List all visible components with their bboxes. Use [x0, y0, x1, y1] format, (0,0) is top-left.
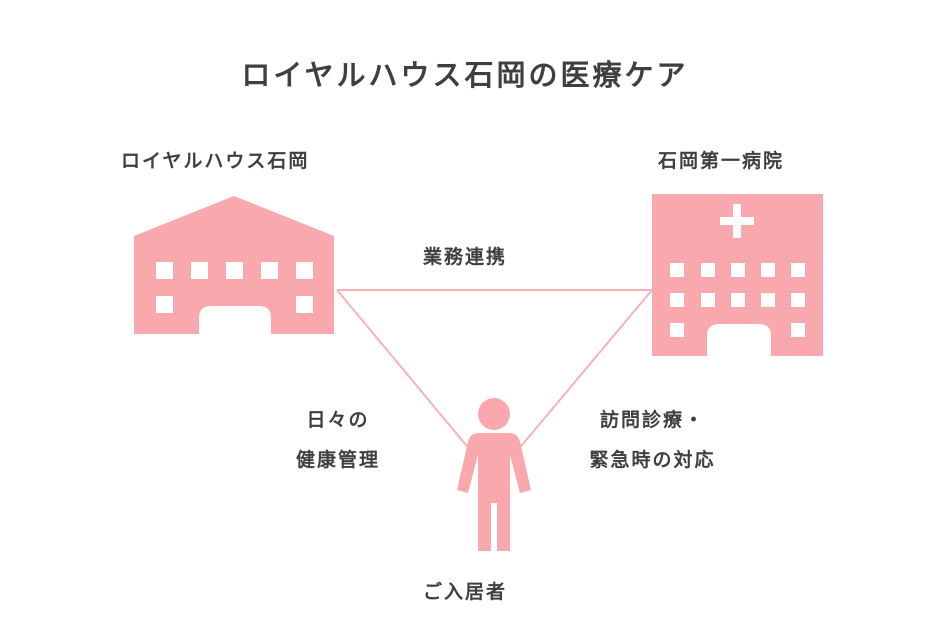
- person-icon: [457, 398, 531, 551]
- link-label-cooperation: 業務連携: [422, 246, 507, 268]
- line-hospital-resident: [516, 289, 653, 452]
- hospital-building-icon: [652, 194, 823, 356]
- house-building-icon: [134, 196, 334, 334]
- health-management-line-2: 健康管理: [295, 449, 380, 471]
- link-label-visiting-care: 訪問診療・ 緊急時の対応: [565, 400, 740, 480]
- connector-lines: [336, 289, 653, 452]
- visiting-care-line-2: 緊急時の対応: [589, 449, 716, 471]
- health-management-line-1: 日々の: [306, 409, 370, 431]
- diagram-title: ロイヤルハウス石岡の医療ケア: [241, 58, 689, 92]
- line-facility-resident: [336, 289, 472, 452]
- hospital-label: 石岡第一病院: [658, 150, 785, 172]
- resident-label: ご入居者: [422, 581, 507, 603]
- facility-label: ロイヤルハウス石岡: [121, 150, 310, 172]
- visiting-care-line-1: 訪問診療・: [599, 409, 705, 431]
- link-label-health-management: 日々の 健康管理: [283, 400, 393, 480]
